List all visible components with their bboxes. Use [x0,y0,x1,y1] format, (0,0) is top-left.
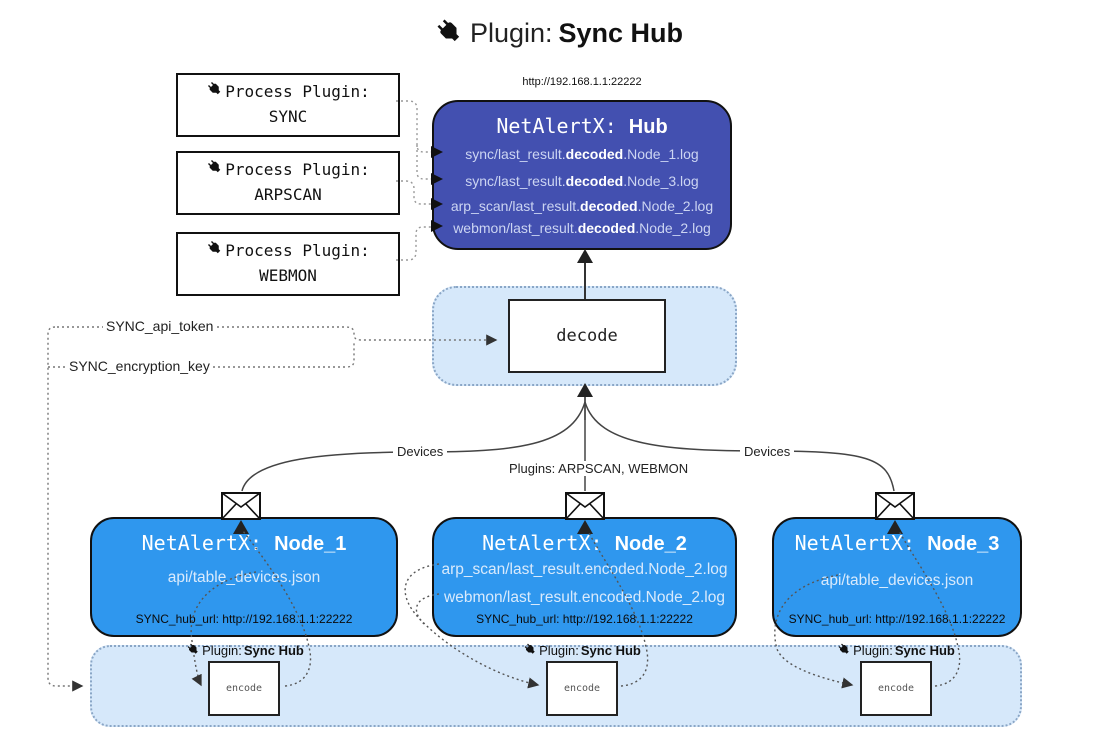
title-prefix: Plugin: [469,18,553,48]
encode-box: encode [546,661,618,716]
encode-box: encode [860,661,932,716]
node-title: NetAlertX: Node_3 [794,531,1000,555]
node-hub-url: SYNC_hub_url: http://192.168.1.1:22222 [788,612,1006,626]
process-plugin-box-arpscan: Process Plugin: ARPSCAN [176,151,400,215]
node-box-node-1: NetAlertX: Node_1 api/table_devices.json… [90,517,398,637]
envelope-icon [221,492,261,520]
hub-title-name: Hub [628,116,668,138]
node-hub-url: SYNC_hub_url: http://192.168.1.1:22222 [135,612,353,626]
sync-encryption-key-label: SYNC_encryption_key [66,358,213,374]
process-plugin-label: Process Plugin: [225,241,370,261]
plug-icon [206,80,223,105]
hub-log-line: sync/last_result.decoded.Node_3.log [465,173,699,189]
encode-plugin-label: Plugin: Sync Hub [160,642,330,659]
connector-plugins-to-hub [396,100,431,261]
hub-url: http://192.168.1.1:22222 [522,76,642,88]
node-file: api/table_devices.json [820,572,974,589]
plug-icon [523,642,537,659]
node-file: webmon/last_result.encoded.Node_2.log [444,589,725,606]
sync-api-token-label: SYNC_api_token [103,318,217,334]
plug-icon [186,642,200,659]
connector-nodes-to-decode [241,397,895,492]
hub-title-prefix: NetAlertX: [496,114,629,138]
hub-box: NetAlertX: Hub sync/last_result.decoded.… [432,100,732,250]
node-title: NetAlertX: Node_2 [482,531,687,555]
node-box-node-3: NetAlertX: Node_3 api/table_devices.json… [772,517,1022,637]
envelope-icon [565,492,605,520]
devices-label-left: Devices [393,444,448,459]
process-plugin-label: Process Plugin: [225,160,370,180]
hub-log-line: arp_scan/last_result.decoded.Node_2.log [450,198,714,214]
plug-icon [434,16,464,51]
title-name: Sync Hub [558,18,684,48]
process-plugin-box-webmon: Process Plugin: WEBMON [176,232,400,296]
plug-icon [206,239,223,264]
node-file: api/table_devices.json [167,569,321,586]
hub-log-line: sync/last_result.decoded.Node_1.log [465,146,699,162]
encode-plugin-label: Plugin: Sync Hub [497,642,667,659]
encode-plugin-label: Plugin: Sync Hub [811,642,981,659]
page-title: Plugin: Sync Hub [0,16,1117,51]
devices-label-right: Devices [740,444,795,459]
process-plugin-box-sync: Process Plugin: SYNC [176,73,400,137]
process-plugin-name: WEBMON [259,266,317,285]
envelope-icon [875,492,915,520]
hub-title: NetAlertX: Hub [434,114,730,139]
process-plugin-name: SYNC [268,107,308,126]
node-box-node-2: NetAlertX: Node_2 arp_scan/last_result.e… [432,517,737,637]
process-plugin-name: ARPSCAN [254,185,322,204]
plugins-label-center: Plugins: ARPSCAN, WEBMON [505,461,693,476]
node-hub-url: SYNC_hub_url: http://192.168.1.1:22222 [476,612,693,626]
decode-box: decode [508,299,666,373]
plug-icon [206,158,223,183]
node-file: arp_scan/last_result.encoded.Node_2.log [441,561,728,578]
node-title: NetAlertX: Node_1 [141,531,347,555]
encode-box: encode [208,661,280,716]
hub-log-line: webmon/last_result.decoded.Node_2.log [453,220,711,236]
plug-icon [837,642,851,659]
process-plugin-label: Process Plugin: [225,82,370,102]
